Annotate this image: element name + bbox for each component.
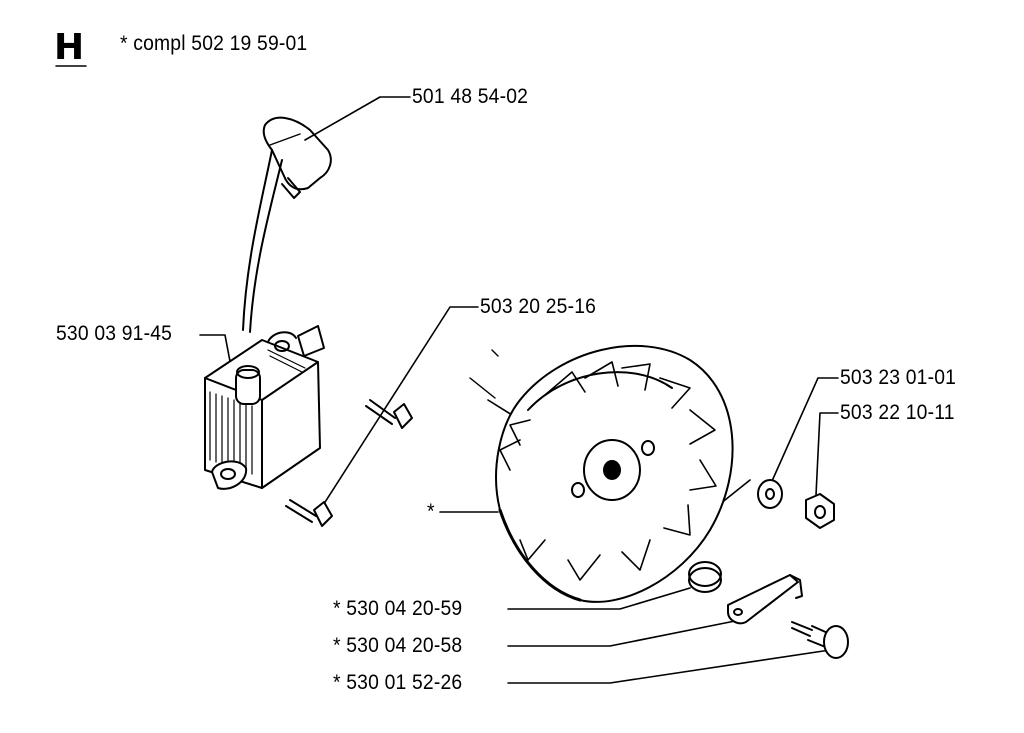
leader-washer <box>767 377 839 491</box>
label-screw: 503 20 25-16 <box>480 295 597 318</box>
washer <box>757 479 783 509</box>
leader-screw <box>319 306 479 511</box>
spark-plug-cap <box>262 116 332 199</box>
pawl <box>727 574 803 625</box>
label-spring: * 530 04 20-59 <box>333 597 463 620</box>
label-coil: 530 03 91-45 <box>56 322 173 345</box>
leader-coil <box>199 334 233 373</box>
pivot-pin <box>791 621 849 659</box>
label-spark-cap: 501 48 54-02 <box>412 85 529 108</box>
label-washer: 503 23 01-01 <box>840 366 957 389</box>
leader-lines <box>199 96 839 684</box>
flywheel <box>469 344 734 603</box>
leader-pawl <box>507 619 741 647</box>
label-flywheel: * <box>427 500 435 523</box>
ignition-coil <box>204 325 325 490</box>
leader-spark-cap <box>304 96 411 141</box>
nut <box>805 493 835 529</box>
spring <box>688 561 722 593</box>
section-letter: H <box>54 27 85 68</box>
coil-screw-upper <box>365 399 413 429</box>
assembly-header: * compl 502 19 59-01 <box>120 32 308 55</box>
label-nut: 503 22 10-11 <box>840 401 955 424</box>
leader-pin <box>507 649 831 684</box>
label-pin: * 530 01 52-26 <box>333 671 463 694</box>
leader-nut <box>815 412 839 496</box>
label-pawl: * 530 04 20-58 <box>333 634 463 657</box>
ignition-lead <box>242 149 283 333</box>
leader-spring <box>507 587 691 610</box>
coil-screw-lower <box>285 499 333 527</box>
